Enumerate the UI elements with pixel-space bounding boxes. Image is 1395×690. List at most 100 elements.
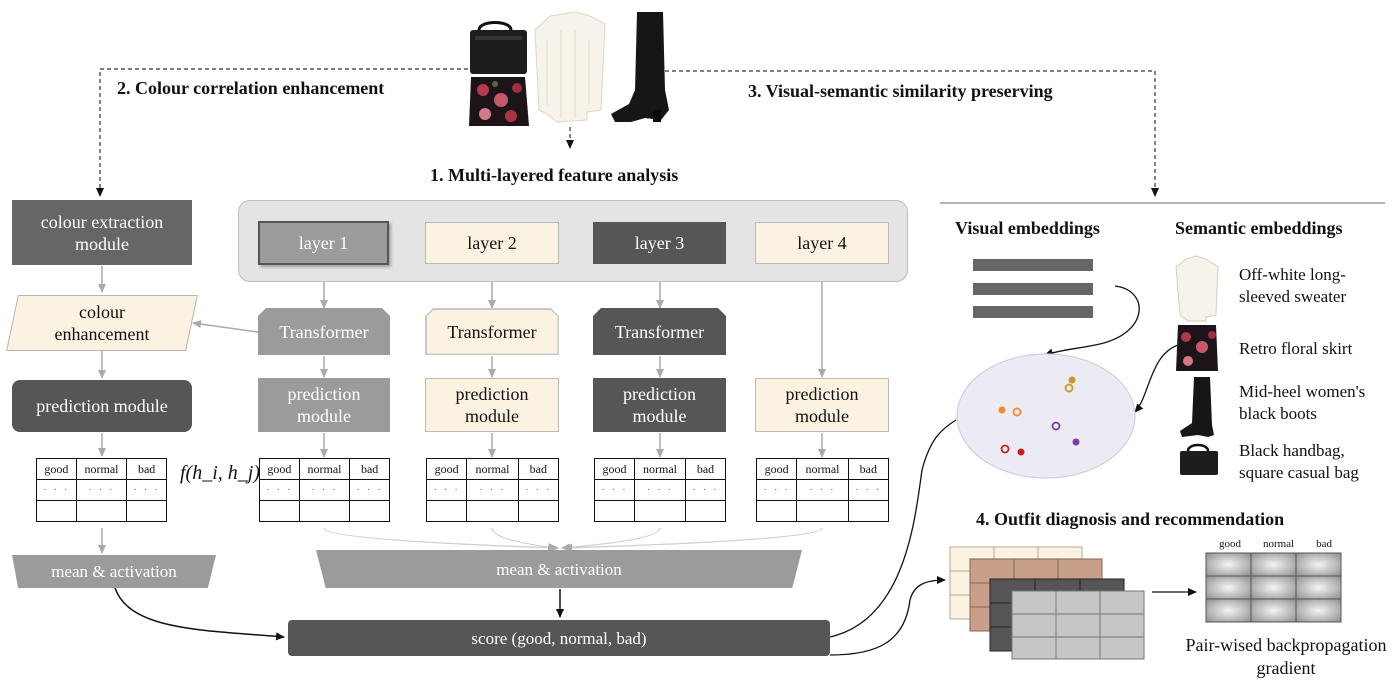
table-cell: · · · (517, 479, 560, 501)
semantic-embeddings-title: Semantic embeddings (1175, 218, 1343, 238)
table-cell (349, 500, 390, 522)
table-header-bad: bad (126, 458, 167, 480)
table-header-normal: normal (298, 458, 351, 480)
embedding-point (1072, 438, 1080, 446)
table-header-good: good (593, 458, 636, 480)
embedding-point (1051, 421, 1061, 431)
prediction-module-1: prediction module (258, 378, 390, 432)
gradient-grid (1205, 552, 1342, 623)
table-cell (796, 500, 849, 522)
handbag-icon (1180, 443, 1218, 475)
embedding-point (1017, 448, 1025, 456)
diagnosis-caption: Pair-wised backpropagation gradient (1185, 635, 1387, 678)
table-cell (847, 500, 890, 522)
table-cell: · · · (684, 479, 727, 501)
colour-prediction-module: prediction module (12, 380, 192, 432)
heading-multi-layered: 1. Multi-layered feature analysis (430, 165, 679, 185)
embedding-point (1000, 444, 1010, 454)
result-header-good: good (1218, 538, 1241, 550)
prediction-module-2: prediction module (425, 378, 559, 432)
visual-embedding-bar (973, 306, 1093, 318)
boots-icon (1180, 377, 1214, 437)
embedding-space (956, 353, 1136, 479)
table-cell: · · · (634, 479, 686, 501)
semantic-item-sweater: Off-white long-sleeved sweater (1239, 265, 1347, 306)
table-cell: · · · (593, 479, 636, 501)
layer-2-box: layer 2 (425, 222, 559, 264)
heading-colour-correlation: 2. Colour correlation enhancement (117, 78, 385, 98)
table-cell (755, 500, 798, 522)
visual-embeddings-title: Visual embeddings (955, 218, 1100, 238)
handbag-icon (470, 21, 527, 74)
table-cell: · · · (847, 479, 890, 501)
semantic-item-images (1175, 255, 1219, 475)
score-bar: score (good, normal, bad) (288, 620, 830, 656)
table-cell (75, 500, 128, 522)
pair-formula: f(h_i, h_j) (180, 462, 260, 484)
table-cell: · · · (75, 479, 128, 501)
table-cell (593, 500, 636, 522)
table-cell (466, 500, 519, 522)
diagnosis-grid (1011, 590, 1145, 660)
layer-1-box: layer 1 (258, 221, 389, 265)
table-header-bad: bad (684, 458, 727, 480)
visual-embedding-bar (973, 283, 1093, 295)
boots-icon (611, 12, 669, 122)
heading-outfit-diagnosis: 4. Outfit diagnosis and recommendation (976, 509, 1285, 529)
table-header-bad: bad (517, 458, 560, 480)
outfit-images (469, 11, 669, 126)
semantic-item-handbag: Black handbag, square casual bag (1239, 441, 1359, 482)
embedding-point (1068, 376, 1076, 384)
table-cell: · · · (796, 479, 849, 501)
colour-extraction-module: colour extraction module (12, 200, 192, 265)
table-header-good: good (259, 458, 300, 480)
table-cell (298, 500, 351, 522)
table-header-good: good (425, 458, 468, 480)
colour-enhancement: colour enhancement (54, 302, 150, 344)
semantic-item-skirt: Retro floral skirt (1239, 339, 1353, 358)
table-cell (684, 500, 727, 522)
embedding-point (1012, 407, 1022, 417)
diagnosis-stack (949, 546, 1145, 660)
result-header-normal: normal (1262, 538, 1295, 550)
table-header-good: good (36, 458, 77, 480)
colour-mean-activation: mean & activation (12, 555, 216, 588)
table-cell (259, 500, 300, 522)
layer-4-box: layer 4 (755, 222, 889, 264)
table-cell (634, 500, 686, 522)
table-header-good: good (755, 458, 798, 480)
table-cell: · · · (466, 479, 519, 501)
layer-3-box: layer 3 (593, 222, 726, 264)
embedding-point (998, 406, 1006, 414)
table-header-bad: bad (847, 458, 890, 480)
table-cell (517, 500, 560, 522)
table-cell: · · · (259, 479, 300, 501)
semantic-item-boots: Mid-heel women's black boots (1239, 382, 1366, 423)
table-cell (36, 500, 77, 522)
transformer-3: Transformer (593, 308, 726, 355)
table-header-normal: normal (634, 458, 686, 480)
result-header-bad: bad (1316, 538, 1332, 550)
table-header-bad: bad (349, 458, 390, 480)
table-cell: · · · (755, 479, 798, 501)
skirt-icon (1176, 325, 1218, 371)
table-cell: · · · (36, 479, 77, 501)
table-header-normal: normal (466, 458, 519, 480)
table-header-normal: normal (796, 458, 849, 480)
table-cell: · · · (349, 479, 390, 501)
sweater-icon (1175, 255, 1219, 322)
embedding-point (1064, 383, 1074, 393)
prediction-module-3: prediction module (593, 378, 726, 432)
visual-embedding-bar (973, 259, 1093, 271)
sweater-icon (534, 11, 606, 123)
transformer-1: Transformer (258, 308, 390, 355)
main-mean-activation: mean & activation (316, 550, 802, 588)
table-cell: · · · (298, 479, 351, 501)
transformer-2: Transformer (427, 310, 558, 354)
result-header: good normal bad (1208, 538, 1343, 550)
